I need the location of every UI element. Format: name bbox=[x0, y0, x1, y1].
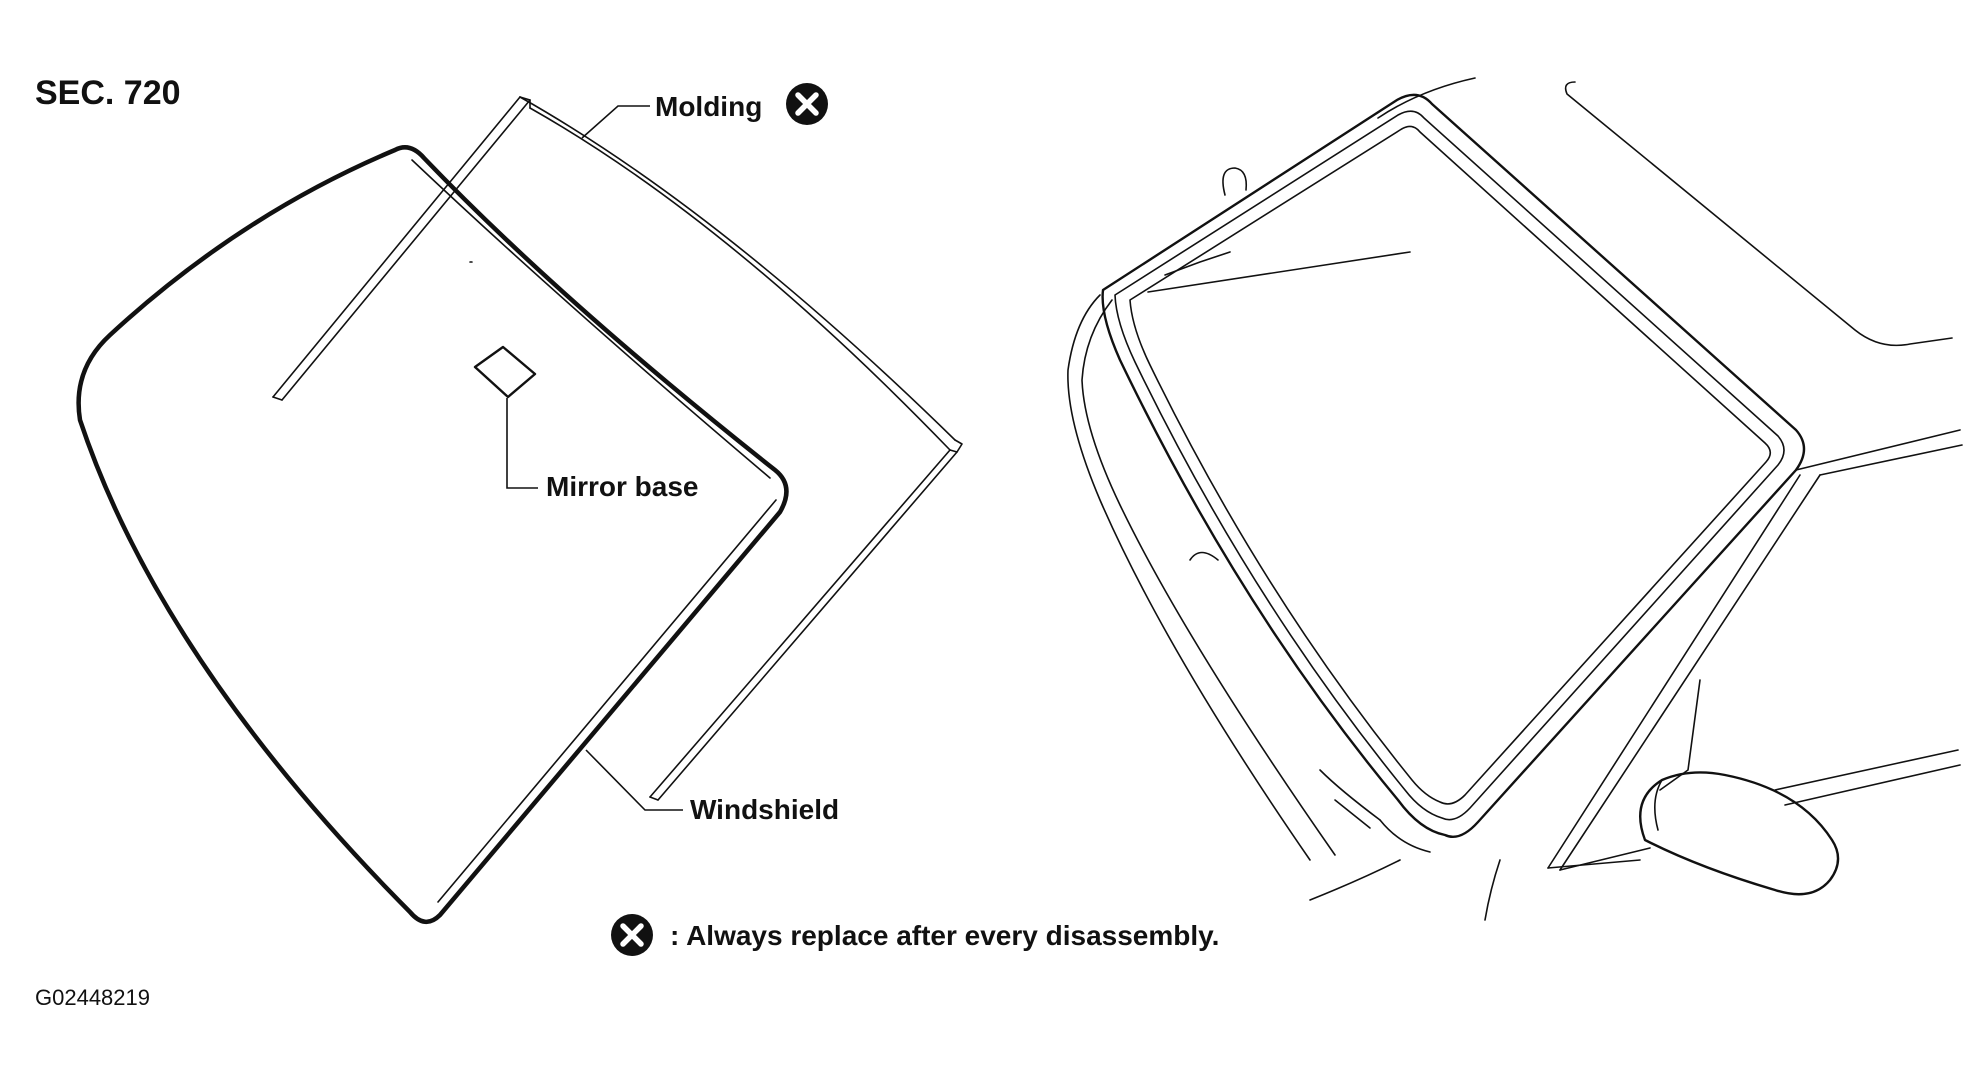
car-installed-view bbox=[1067, 77, 1963, 921]
molding-label: Molding bbox=[655, 91, 762, 122]
molding-part bbox=[272, 96, 963, 801]
windshield-exploded-view: Molding Mirror base Windshield bbox=[76, 83, 963, 924]
windshield-glass bbox=[76, 145, 789, 924]
x-circle-icon bbox=[786, 83, 828, 125]
molding-leader-line bbox=[581, 105, 650, 139]
mirror-base-part bbox=[473, 345, 537, 399]
mirror-base-label: Mirror base bbox=[546, 471, 699, 502]
section-label: SEC. 720 bbox=[35, 74, 181, 112]
windshield-label: Windshield bbox=[690, 794, 839, 825]
x-circle-icon bbox=[611, 914, 653, 956]
mirror-base-leader-line bbox=[506, 398, 538, 489]
legend: : Always replace after every disassembly… bbox=[611, 914, 1219, 956]
legend-text: : Always replace after every disassembly… bbox=[670, 920, 1219, 951]
windshield-leader-line bbox=[585, 749, 683, 811]
figure-code: G02448219 bbox=[35, 985, 150, 1010]
